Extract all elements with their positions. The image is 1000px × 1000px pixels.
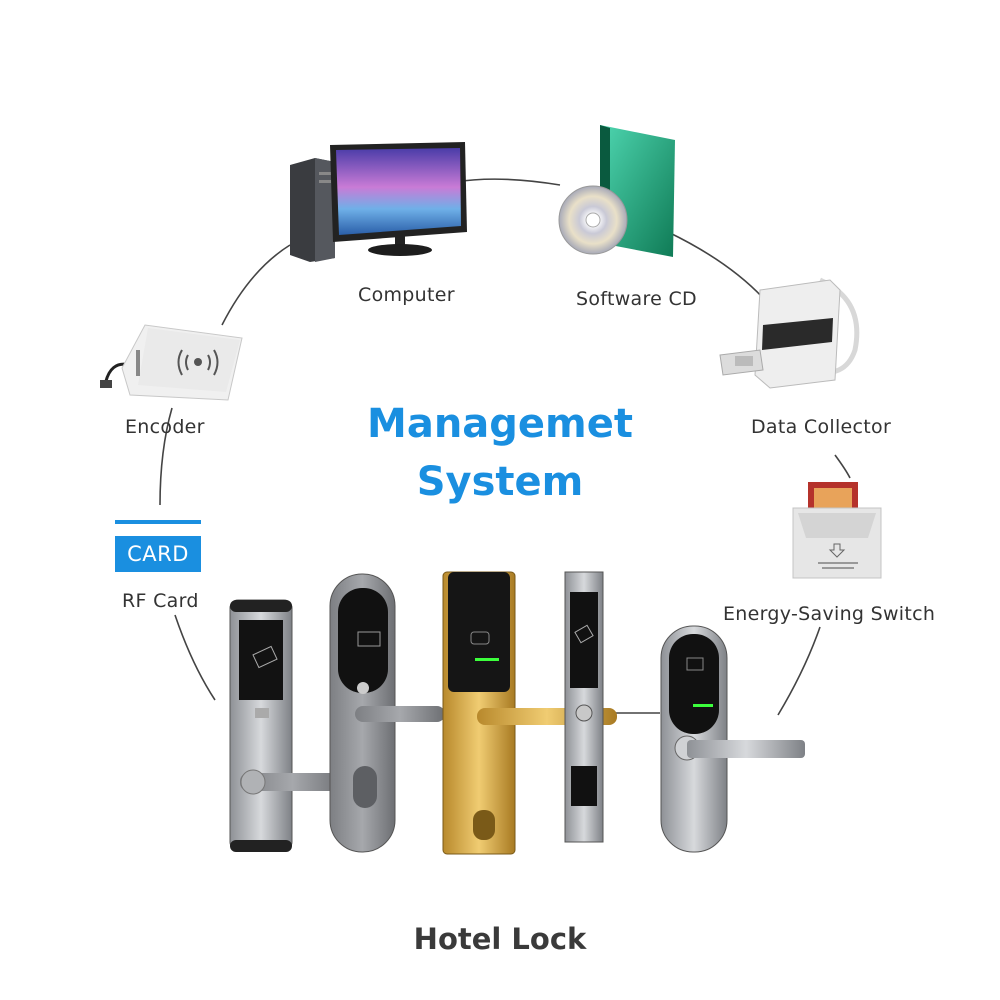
rf-card-face: CARD bbox=[115, 536, 201, 572]
encoder-label: Encoder bbox=[125, 416, 205, 438]
software-cd-icon bbox=[558, 125, 675, 257]
management-title: Managemet System bbox=[0, 398, 1000, 508]
computer-icon bbox=[290, 142, 467, 262]
data-collector-label: Data Collector bbox=[751, 416, 892, 438]
rf-card-label: RF Card bbox=[122, 590, 199, 612]
rf-card-text: CARD bbox=[127, 542, 189, 566]
hotel-locks-icon bbox=[229, 571, 805, 855]
hotel-locks bbox=[225, 568, 815, 858]
software-cd-device bbox=[555, 125, 680, 260]
hotel-lock-label: Hotel Lock bbox=[413, 922, 587, 956]
title-line-2: System bbox=[416, 459, 584, 505]
encoder-device bbox=[100, 320, 250, 405]
rf-card: CARD bbox=[115, 520, 201, 576]
energy-switch-label: Energy-Saving Switch bbox=[723, 603, 936, 625]
title-line-1: Managemet bbox=[367, 401, 633, 447]
computer-device bbox=[285, 140, 470, 265]
data-collector-device bbox=[715, 270, 865, 395]
data-collector-icon bbox=[719, 277, 860, 389]
encoder-icon bbox=[100, 324, 243, 401]
software-cd-label: Software CD bbox=[576, 288, 697, 310]
energy-switch-device bbox=[790, 480, 885, 580]
energy-switch-icon bbox=[792, 482, 882, 579]
computer-label: Computer bbox=[358, 284, 455, 306]
